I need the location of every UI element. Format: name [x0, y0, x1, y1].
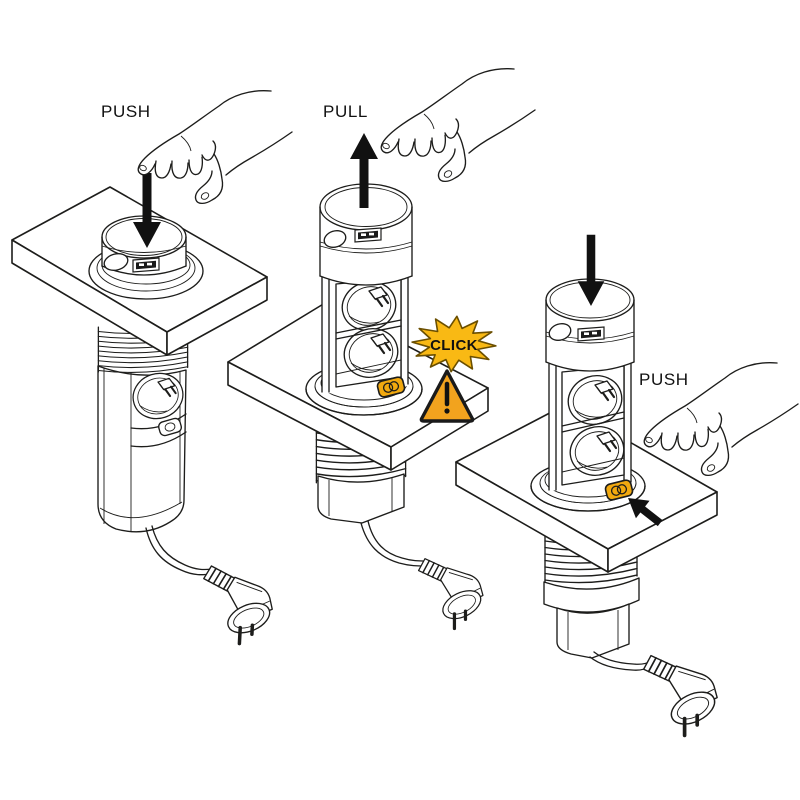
click-star-shape	[411, 315, 497, 373]
usb-port	[354, 227, 382, 243]
click-burst: CLICK	[411, 315, 497, 373]
hand-pushing	[137, 89, 293, 205]
under-counter-housing	[317, 473, 405, 524]
ring-front-lip	[305, 388, 423, 416]
warning-exclamation-dot	[444, 408, 450, 414]
ring-front-lip	[530, 485, 646, 512]
step-1-push-to-release: PUSH	[11, 89, 293, 648]
power-cable	[145, 525, 213, 576]
retracted-tower-body	[97, 365, 190, 533]
warning-triangle	[419, 369, 475, 423]
raised-tower-column	[321, 263, 409, 394]
schuko-plug	[416, 557, 487, 631]
schuko-plug	[198, 563, 279, 648]
thumb-recess	[548, 322, 572, 342]
ring-front-lip-inner	[314, 385, 414, 408]
click-label: CLICK	[430, 337, 478, 354]
under-counter-housing	[543, 577, 640, 659]
raised-tower-column	[548, 350, 632, 491]
step1-action-label: PUSH	[101, 102, 151, 121]
thumb-recess	[323, 229, 347, 249]
power-cable	[589, 651, 652, 671]
thumb-recess	[103, 252, 129, 272]
step-2-pull-until-click: CLICK PULL	[227, 67, 536, 631]
step-3-push-button-to-lower: PUSH	[455, 234, 799, 738]
step2-action-label: PULL	[323, 102, 368, 121]
tower-head	[319, 183, 413, 286]
hand-pulling	[380, 67, 536, 183]
tower-head	[545, 278, 635, 372]
step3-action-label: PUSH	[639, 370, 689, 389]
power-switch	[158, 417, 182, 437]
usb-port	[132, 257, 160, 273]
usb-port	[577, 326, 605, 342]
schuko-plug	[641, 653, 722, 738]
power-cable	[360, 520, 427, 567]
